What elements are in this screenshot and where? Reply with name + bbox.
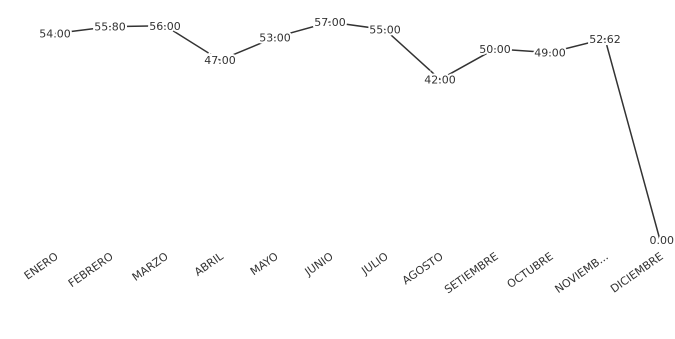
data-label-marzo: 56.00 <box>149 20 181 33</box>
x-tick-julio: JULIO <box>358 250 391 278</box>
x-tick-enero: ENERO <box>22 250 61 283</box>
data-label-enero: 54.00 <box>39 28 71 41</box>
x-tick-febrero: FEBRERO <box>66 250 116 291</box>
x-tick-setiembre: SETIEMBRE <box>442 250 501 297</box>
x-tick-agosto: AGOSTO <box>400 250 446 288</box>
data-label-junio: 57.00 <box>314 16 346 29</box>
series-line <box>54 21 661 241</box>
data-label-mayo: 53.00 <box>259 31 291 44</box>
data-labels: 54.00 55.80 56.00 47.00 53.00 57.00 55.00 42.00… <box>37 14 675 249</box>
data-label-febrero: 55.80 <box>94 21 126 34</box>
data-label-agosto: 42.00 <box>424 73 456 86</box>
x-tick-noviemb: NOVIEMB... <box>553 250 611 296</box>
data-label-diciembre: 0.00 <box>650 234 675 247</box>
x-tick-marzo: MARZO <box>130 250 171 284</box>
x-tick-diciembre: DICIEMBRE <box>608 250 666 296</box>
data-label-julio: 55.00 <box>369 24 401 37</box>
x-tick-junio: JUNIO <box>302 250 336 279</box>
x-tick-mayo: MAYO <box>248 250 281 279</box>
x-tick-octubre: OCTUBRE <box>505 250 556 291</box>
data-label-noviemb: 52.62 <box>589 33 621 46</box>
data-label-setiembre: 50.00 <box>479 43 511 56</box>
x-tick-abril: ABRIL <box>192 249 226 279</box>
data-label-octubre: 49.00 <box>534 47 566 60</box>
data-label-abril: 47.00 <box>204 54 236 67</box>
